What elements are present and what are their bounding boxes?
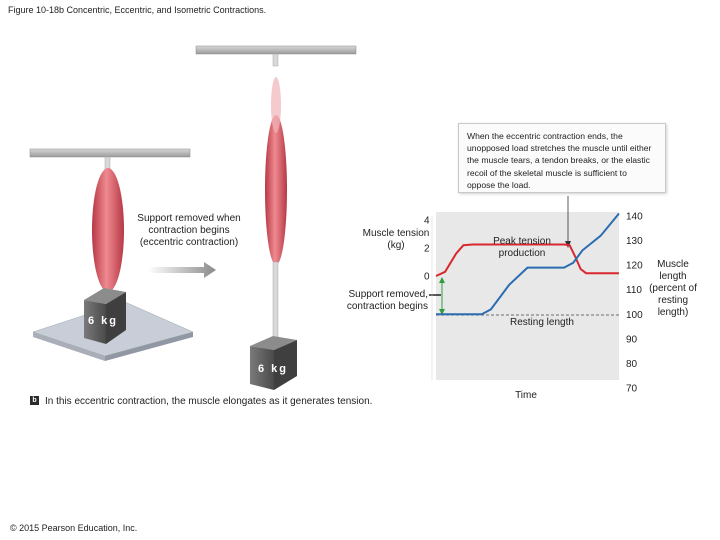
right-muscle-highlight <box>271 77 281 133</box>
left-tick-label: 4 <box>424 216 430 227</box>
right-tick-label: 130 <box>626 236 643 247</box>
support-removed-description: Support removed when contraction begins … <box>137 213 241 248</box>
right-bottom-tendon <box>272 261 279 338</box>
left-weight-top <box>84 288 126 304</box>
right-muscle <box>265 115 287 265</box>
right-tick-label: 110 <box>626 285 642 296</box>
left-tick-label: 2 <box>424 244 430 255</box>
support-platform-edge <box>33 332 105 361</box>
transition-arrow <box>148 262 216 278</box>
copyright-notice: © 2015 Pearson Education, Inc. <box>10 523 138 533</box>
right-weight-side <box>274 340 297 390</box>
right-axis-label: Muscle length (percent of resting length… <box>649 259 697 318</box>
figure-title: Figure 10-18b Concentric, Eccentric, and… <box>8 5 267 15</box>
tension-curve <box>435 243 619 277</box>
resting-length-label: Resting length <box>510 317 574 328</box>
right-weight-front <box>250 346 274 390</box>
peak-tension-label: Peak tension production <box>493 236 551 259</box>
right-tick-label: 90 <box>626 334 638 345</box>
panel-badge: b <box>30 396 39 405</box>
support-removed-graph-label: Support removed, contraction begins <box>346 289 428 312</box>
marker-arrowhead-down <box>439 309 445 315</box>
eccentric-end-callout: When the eccentric contraction ends, the… <box>458 123 666 193</box>
left-ceiling-bar <box>29 148 191 158</box>
right-weight-top <box>250 336 297 350</box>
left-axis-label: Muscle tension (kg) <box>362 228 430 251</box>
left-weight-front <box>84 300 106 344</box>
right-apparatus <box>195 45 357 390</box>
right-top-tendon <box>272 53 279 67</box>
time-axis-label: Time <box>515 390 537 401</box>
figure-caption: In this eccentric contraction, the muscl… <box>45 396 373 407</box>
right-ceiling-bar <box>195 45 357 55</box>
right-tick-label: 100 <box>626 310 643 321</box>
left-axis-ticks: 0 2 4 <box>424 216 430 283</box>
tension-length-graph <box>429 196 620 380</box>
length-curve <box>436 212 620 316</box>
marker-arrowhead-up <box>439 277 445 283</box>
right-weight-label: 6 kg <box>258 363 288 375</box>
right-tick-label: 120 <box>626 261 643 272</box>
left-weight-side <box>106 292 126 344</box>
right-axis-ticks: 70 80 90 100 110 120 130 140 <box>626 212 643 395</box>
right-tick-label: 80 <box>626 359 638 370</box>
plot-background <box>436 212 619 380</box>
left-muscle <box>92 168 124 292</box>
support-platform-edge-right <box>105 332 193 361</box>
left-tick-label: 0 <box>424 272 430 283</box>
right-tick-label: 140 <box>626 212 643 223</box>
left-weight-label: 6 kg <box>88 315 118 327</box>
right-tick-label: 70 <box>626 384 638 395</box>
left-apparatus <box>29 148 194 361</box>
